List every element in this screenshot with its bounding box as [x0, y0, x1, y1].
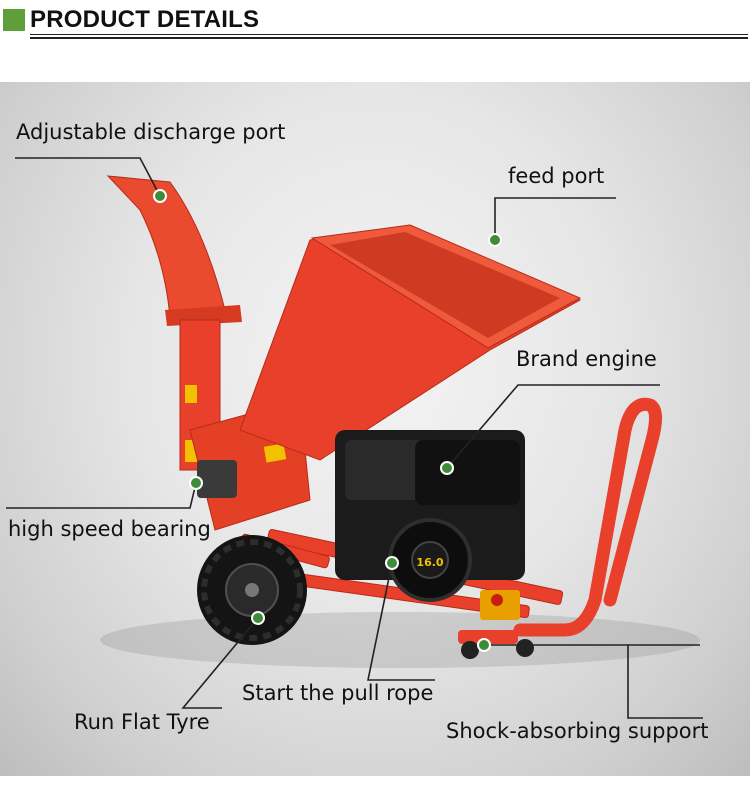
marker-dots	[153, 189, 502, 652]
feed-hopper	[239, 224, 582, 461]
section-header: PRODUCT DETAILS	[0, 0, 750, 44]
callout-pull-rope: Start the pull rope	[242, 681, 434, 705]
header-divider-bold	[30, 37, 748, 39]
caster-wheels	[458, 630, 534, 659]
callout-high-speed-bearing: high speed bearing	[8, 517, 211, 541]
page-title: PRODUCT DETAILS	[30, 6, 260, 33]
callout-feed-port: feed port	[508, 164, 605, 188]
header-divider	[30, 34, 748, 35]
callout-run-flat-tyre: Run Flat Tyre	[74, 710, 210, 734]
push-handle	[513, 397, 662, 637]
engine-badge: 16.0	[416, 556, 443, 569]
header-square-icon	[3, 9, 25, 31]
callout-shock-support: Shock-absorbing support	[446, 719, 709, 743]
product-photo: 16.0	[0, 82, 750, 776]
engine: 16.0	[335, 430, 525, 620]
callout-discharge-port: Adjustable discharge port	[16, 120, 286, 144]
callout-brand-engine: Brand engine	[516, 347, 657, 371]
floor-shadow	[100, 612, 700, 668]
leader-lines	[6, 157, 703, 719]
run-flat-tyre	[197, 535, 307, 645]
